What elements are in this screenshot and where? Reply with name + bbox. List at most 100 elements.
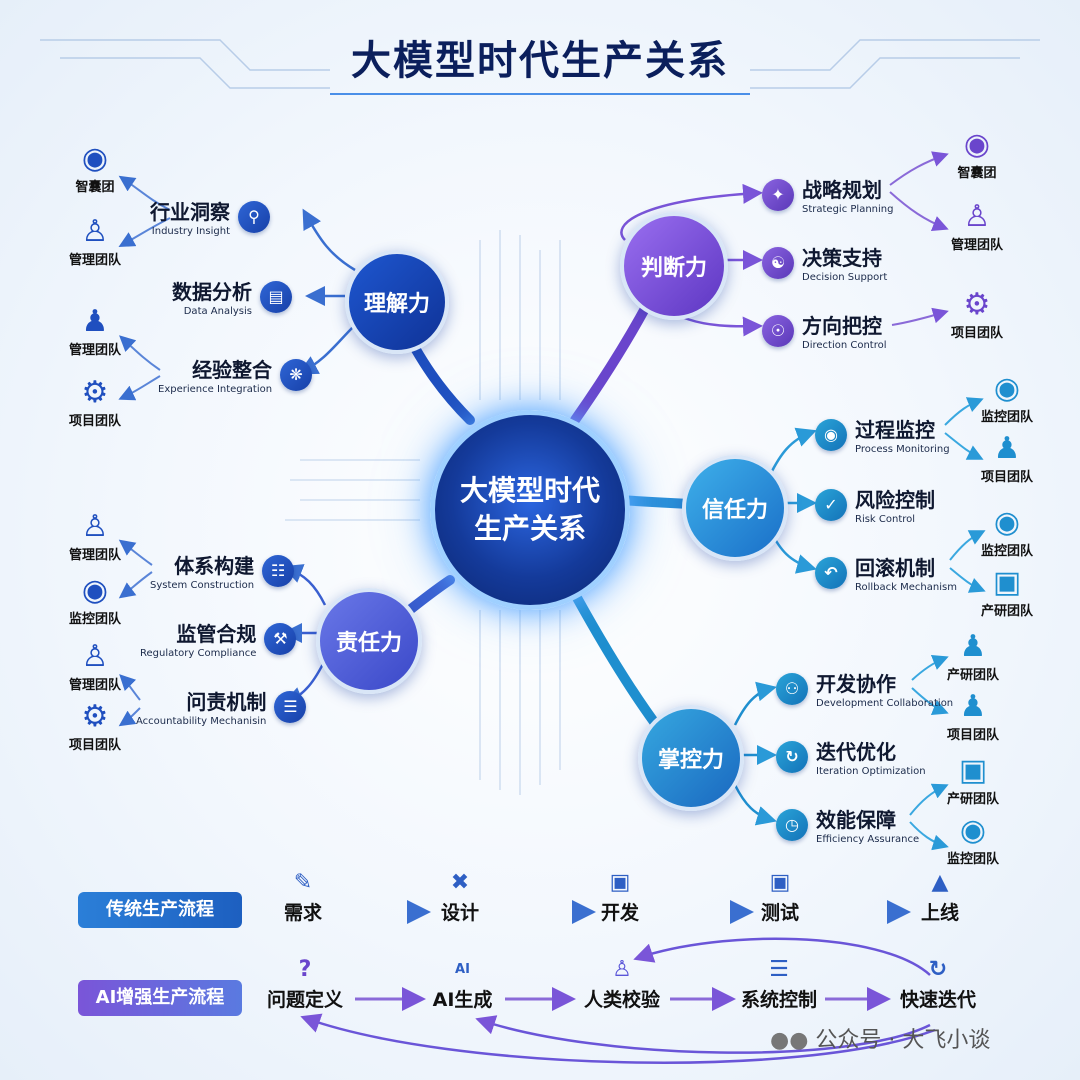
- team-label: 管理团队: [69, 678, 121, 693]
- ai-step-4: ☰系统控制: [730, 955, 828, 1012]
- center-line-1: 大模型时代: [460, 472, 600, 510]
- people-icon: ♟: [928, 630, 1018, 664]
- understand-item-3: 经验整合Experience Integration ❋: [158, 354, 312, 395]
- judge-item-3: ☉ 方向把控Direction Control: [762, 310, 887, 351]
- hub-judge: 判断力: [620, 212, 728, 320]
- team-management: ♙ 管理团队: [50, 510, 140, 563]
- item-subtitle: Decision Support: [802, 272, 887, 283]
- item-subtitle: Rollback Mechanism: [855, 582, 957, 593]
- team-label: 监控团队: [69, 612, 121, 627]
- team-project: ⚙项目团队: [50, 376, 140, 429]
- brain-head-icon: ◉: [932, 128, 1022, 162]
- item-title: 决策支持: [802, 242, 887, 271]
- traditional-flow-label: 传统生产流程: [78, 892, 242, 928]
- team-label: 项目团队: [69, 414, 121, 429]
- hub-trust-label: 信任力: [702, 492, 768, 524]
- step-label: 问题定义: [267, 989, 343, 1011]
- page-title: 大模型时代生产关系: [0, 28, 1080, 86]
- step-label: 上线: [921, 902, 959, 924]
- team-rnd: ▣ 产研团队: [962, 566, 1052, 619]
- team-label: 项目团队: [981, 470, 1033, 485]
- item-title: 效能保障: [816, 804, 919, 833]
- refresh-icon: ↻: [776, 741, 808, 773]
- user-check-icon: ♙: [572, 955, 672, 985]
- team-think-tank: ◉智囊团: [932, 128, 1022, 181]
- camera-icon: ◉: [815, 419, 847, 451]
- item-title: 回滚机制: [855, 552, 957, 581]
- eye-icon: ◉: [962, 506, 1052, 540]
- hub-understand: 理解力: [345, 250, 449, 354]
- item-subtitle: Efficiency Assurance: [816, 834, 919, 845]
- ai-step-3: ♙ 人类校验: [572, 955, 672, 1012]
- gavel-icon: ⚒: [264, 623, 296, 655]
- item-subtitle: Risk Control: [855, 514, 935, 525]
- team-monitoring: ◉ 监控团队: [50, 574, 140, 627]
- team-label: 管理团队: [69, 548, 121, 563]
- ai-step-2: AI AI生成: [420, 955, 505, 1012]
- team-label: 产研团队: [981, 604, 1033, 619]
- step-label: 人类校验: [584, 989, 660, 1011]
- team-management: ♙ 管理团队: [932, 200, 1022, 253]
- team-label: 项目团队: [947, 728, 999, 743]
- step-label: 快速迭代: [900, 989, 976, 1011]
- watermark-text: 公众号 · 大飞小谈: [815, 1028, 990, 1053]
- step-label: AI生成: [433, 989, 493, 1011]
- hub-control: 掌控力: [638, 705, 744, 811]
- step-label: 系统控制: [741, 989, 817, 1011]
- traditional-step-2: ✖设计: [425, 868, 495, 925]
- item-title: 监管合规: [140, 618, 256, 647]
- item-title: 过程监控: [855, 414, 950, 443]
- handshake-icon: ☯: [762, 247, 794, 279]
- team-label: 产研团队: [947, 792, 999, 807]
- ai-flow-label: AI增强生产流程: [78, 980, 242, 1016]
- hub-responsibility: 责任力: [316, 588, 422, 694]
- sync-icon: ↻: [888, 955, 988, 985]
- ai-chip-icon: AI: [420, 955, 505, 985]
- org-chart-icon: ☷: [262, 555, 294, 587]
- team-label: 智囊团: [75, 180, 114, 195]
- team-management: ♟管理团队: [50, 305, 140, 358]
- team-label: 项目团队: [69, 738, 121, 753]
- team-rnd: ♟产研团队: [928, 630, 1018, 683]
- eye-icon: ◉: [962, 372, 1052, 406]
- team-label: 管理团队: [951, 238, 1003, 253]
- team-label: 监控团队: [981, 544, 1033, 559]
- person-tie-icon: ♙: [932, 200, 1022, 234]
- step-label: 需求: [284, 902, 322, 924]
- eye-icon: ◉: [50, 574, 140, 608]
- team-project: ♟项目团队: [928, 690, 1018, 743]
- traditional-step-1: ✎需求: [268, 868, 338, 925]
- item-title: 数据分析: [172, 276, 252, 305]
- team-management: ♙管理团队: [50, 215, 140, 268]
- clipboard-icon: ☰: [274, 691, 306, 723]
- person-tie-icon: ♙: [50, 510, 140, 544]
- gears-icon: ⚙: [50, 700, 140, 734]
- item-title: 行业洞察: [150, 196, 230, 225]
- magnifier-icon: ⚲: [238, 201, 270, 233]
- hub-judge-label: 判断力: [641, 250, 707, 282]
- bar-chart-icon: ▤: [260, 281, 292, 313]
- item-title: 方向把控: [802, 310, 887, 339]
- ruler-pencil-icon: ✖: [425, 868, 495, 898]
- hub-trust: 信任力: [682, 455, 788, 561]
- team-think-tank: ◉智囊团: [50, 142, 140, 195]
- hub-control-label: 掌控力: [658, 742, 724, 774]
- item-subtitle: Accountability Mechanisin: [136, 716, 266, 727]
- item-title: 迭代优化: [816, 736, 926, 765]
- person-tie-icon: ♙: [50, 640, 140, 674]
- ai-step-5: ↻ 快速迭代: [888, 955, 988, 1012]
- item-title: 经验整合: [158, 354, 272, 383]
- code-window-icon: ▣: [962, 566, 1052, 600]
- code-window-icon: ▣: [585, 868, 655, 898]
- step-label: 测试: [761, 902, 799, 924]
- item-subtitle: Data Analysis: [172, 306, 252, 317]
- item-title: 体系构建: [150, 550, 254, 579]
- center-node: 大模型时代 生产关系: [430, 410, 630, 610]
- team-network-icon: ⚇: [776, 673, 808, 705]
- undo-icon: ↶: [815, 557, 847, 589]
